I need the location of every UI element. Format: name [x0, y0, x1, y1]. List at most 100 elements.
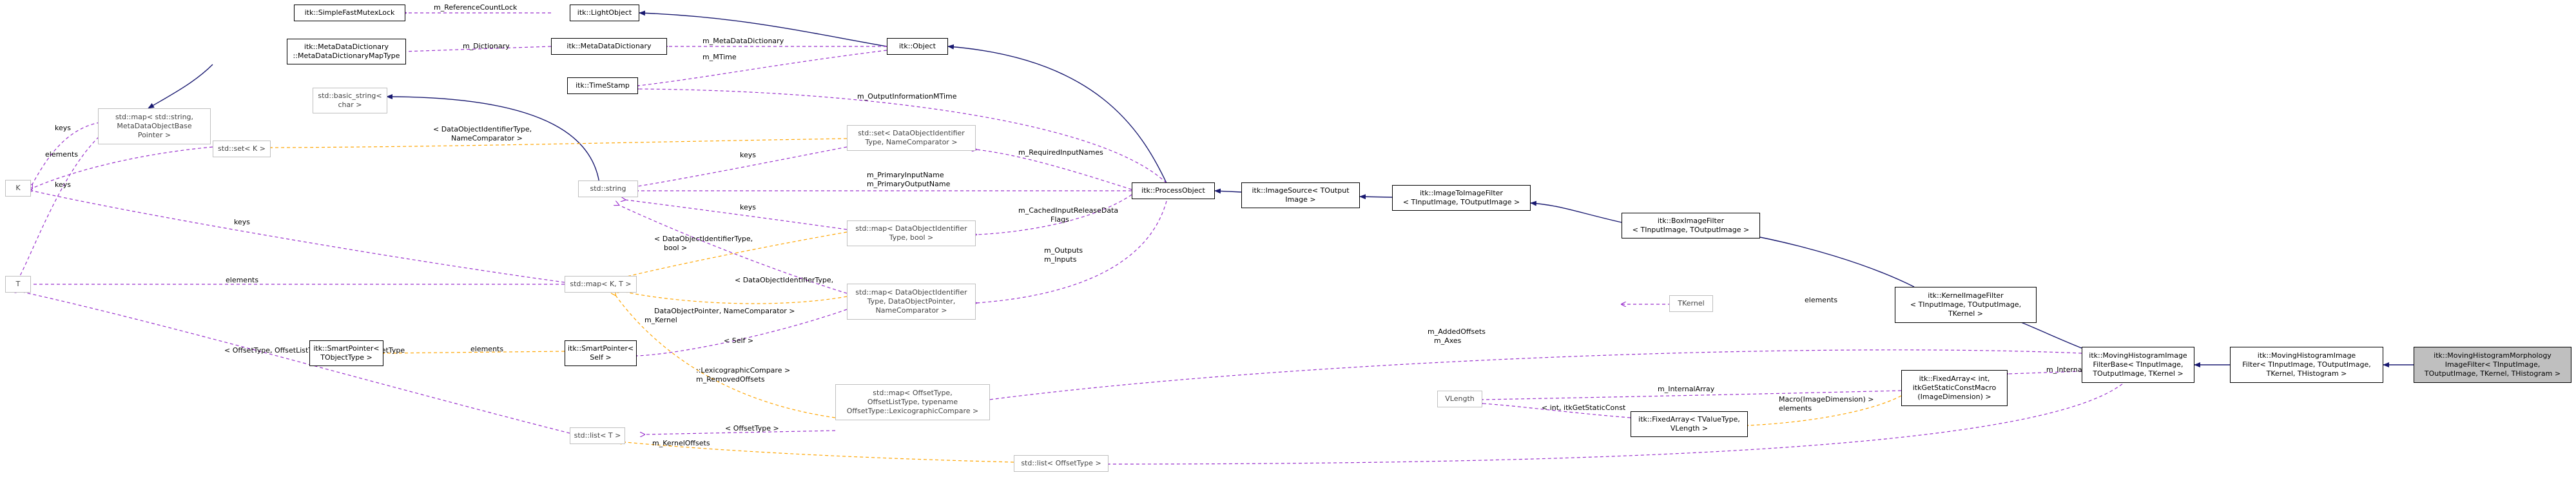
- node-box-image-filter[interactable]: itk::BoxImageFilter< TInputImage, TOutpu…: [1622, 213, 1760, 238]
- node-label-line: < TInputImage, TOutputImage >: [1632, 226, 1750, 234]
- node-label-line: itk::ProcessObject: [1141, 186, 1205, 195]
- node-label-line: itk::SimpleFastMutexLock: [304, 8, 395, 17]
- node-label-line: OffsetListType, typename: [867, 398, 958, 406]
- edge-outputinfo-usage: [638, 89, 1167, 184]
- node-k[interactable]: K: [5, 180, 31, 197]
- node-label-line: itk::SmartPointer<: [313, 344, 380, 353]
- edge-label: < int, itkGetStaticConst: [1542, 404, 1626, 412]
- node-map-k-t[interactable]: std::map< K, T >: [565, 276, 637, 293]
- node-simple-fast-mutex-lock[interactable]: itk::SimpleFastMutexLock: [294, 5, 405, 21]
- edge-label: keys: [740, 151, 756, 159]
- edge-mtime-usage: [638, 50, 887, 86]
- edge-removedoffsets-usage: [989, 349, 2082, 400]
- edge-label: m_PrimaryInputName: [867, 171, 944, 179]
- edge-label: < Self >: [724, 336, 753, 345]
- node-map-offset[interactable]: std::map< OffsetType,OffsetListType, typ…: [835, 384, 990, 420]
- node-map-string-metadata[interactable]: std::map< std::string,MetaDataObjectBase…: [98, 108, 211, 144]
- edge-label: elements: [470, 345, 503, 353]
- edge-setk-template: [271, 138, 847, 148]
- node-label-line: Type, bool >: [889, 233, 934, 242]
- node-t[interactable]: T: [5, 276, 31, 293]
- node-basic-string[interactable]: std::basic_string<char >: [313, 88, 387, 113]
- edge-mapstring-keys: [32, 122, 101, 184]
- node-label-line: itkGetStaticConstMacro: [1912, 384, 1997, 392]
- edge-label: m_KernelOffsets: [652, 439, 710, 447]
- node-label-line: std::map< K, T >: [570, 280, 632, 288]
- node-std-string[interactable]: std::string: [578, 180, 638, 197]
- edge-mapoffset-elements: [644, 430, 836, 434]
- edge-label: NameComparator >: [451, 134, 523, 142]
- node-set-k[interactable]: std::set< K >: [213, 141, 271, 157]
- edge-label: Flags: [1051, 215, 1069, 224]
- node-label-line: std::set< DataObjectIdentifier: [858, 129, 965, 137]
- node-tkernel[interactable]: TKernel: [1669, 295, 1713, 312]
- edge-label: < OffsetType >: [725, 424, 779, 433]
- node-label-line: std::map< DataObjectIdentifier: [855, 288, 967, 297]
- node-label-line: VLength: [1445, 394, 1475, 403]
- node-image-to-image-filter[interactable]: itk::ImageToImageFilter< TInputImage, TO…: [1392, 185, 1531, 211]
- node-fixed-array-int[interactable]: itk::FixedArray< int,itkGetStaticConstMa…: [1901, 370, 2008, 406]
- node-label-line: TOutputImage, TKernel, THistogram >: [2424, 369, 2561, 378]
- node-label-line: itk::MovingHistogramImage: [2257, 351, 2356, 360]
- node-label-line: TOutputImage, TKernel >: [2093, 369, 2184, 378]
- node-label-line: itk::MetaDataDictionary: [304, 43, 389, 51]
- node-list-t[interactable]: std::list< T >: [570, 427, 625, 444]
- edge-mapdoiptr-elements: [637, 309, 847, 356]
- node-process-object[interactable]: itk::ProcessObject: [1132, 182, 1215, 199]
- node-smart-pointer-tobjecttype[interactable]: itk::SmartPointer<TObjectType >: [309, 340, 383, 366]
- node-label-line: T: [15, 280, 21, 288]
- edge-mapdoiptr-template: [622, 291, 847, 304]
- node-metadata-dictionary-maptype[interactable]: itk::MetaDataDictionary::MetaDataDiction…: [287, 39, 406, 64]
- node-label-line: VLength >: [1670, 424, 1709, 433]
- edge-label: < DataObjectIdentifierType,: [433, 125, 532, 133]
- node-label-line: ImageFilter< TInputImage,: [2445, 360, 2541, 369]
- node-label-line: std::basic_string<: [318, 92, 382, 100]
- edge-label: keys: [234, 218, 250, 226]
- node-light-object[interactable]: itk::LightObject: [570, 5, 639, 21]
- node-kernel-image-filter[interactable]: itk::KernelImageFilter< TInputImage, TOu…: [1895, 287, 2037, 323]
- edge-dictionary-usage: [403, 46, 552, 52]
- node-label-line: NameComparator >: [875, 306, 947, 315]
- edge-label: m_MTime: [702, 53, 737, 61]
- node-label-line: itk::FixedArray< TValueType,: [1638, 415, 1740, 423]
- node-label-line: itk::ImageToImageFilter: [1420, 189, 1503, 197]
- edge-label: keys: [55, 180, 71, 189]
- node-label-line: ::MetaDataDictionaryMapType: [293, 52, 400, 60]
- node-fixed-array-tvaluetype[interactable]: itk::FixedArray< TValueType,VLength >: [1631, 411, 1748, 437]
- edge-mapkt-keys: [32, 191, 565, 283]
- node-label-line: itk::FixedArray< int,: [1919, 375, 1990, 383]
- edge-label: elements: [45, 150, 78, 159]
- edge-kernelimage-to-boximage: [1739, 231, 1915, 287]
- node-label-line: itk::MovingHistogramMorphology: [2434, 351, 2552, 360]
- node-smart-pointer-self[interactable]: itk::SmartPointer<Self >: [565, 340, 637, 366]
- node-object[interactable]: itk::Object: [887, 38, 948, 55]
- edge-kerneloffsets-usage: [1109, 380, 2127, 464]
- node-label-line: K: [15, 184, 21, 192]
- edge-internalarray2-usage: [1482, 404, 1631, 418]
- node-vlength[interactable]: VLength: [1437, 391, 1482, 407]
- edge-label: elements: [226, 276, 258, 284]
- node-list-offset[interactable]: std::list< OffsetType >: [1014, 455, 1109, 472]
- node-label-line: Type, DataObjectPointer,: [867, 297, 956, 306]
- edge-boximage-to-imagetoimage: [1530, 200, 1622, 223]
- node-label-line: < TInputImage, TOutputImage >: [1402, 198, 1520, 206]
- edge-object-to-lightobject: [639, 10, 887, 47]
- edge-outputs-usage: [976, 200, 1167, 303]
- node-label-line: itk::LightObject: [577, 8, 632, 17]
- node-label-line: std::map< std::string,: [115, 113, 194, 121]
- node-label-line: char >: [338, 101, 362, 109]
- node-label-line: std::list< OffsetType >: [1021, 459, 1101, 467]
- node-metadata-dictionary[interactable]: itk::MetaDataDictionary: [551, 38, 667, 55]
- edge-label: m_PrimaryOutputName: [867, 180, 951, 188]
- edge-label: elements: [1779, 404, 1812, 413]
- node-time-stamp[interactable]: itk::TimeStamp: [567, 77, 638, 94]
